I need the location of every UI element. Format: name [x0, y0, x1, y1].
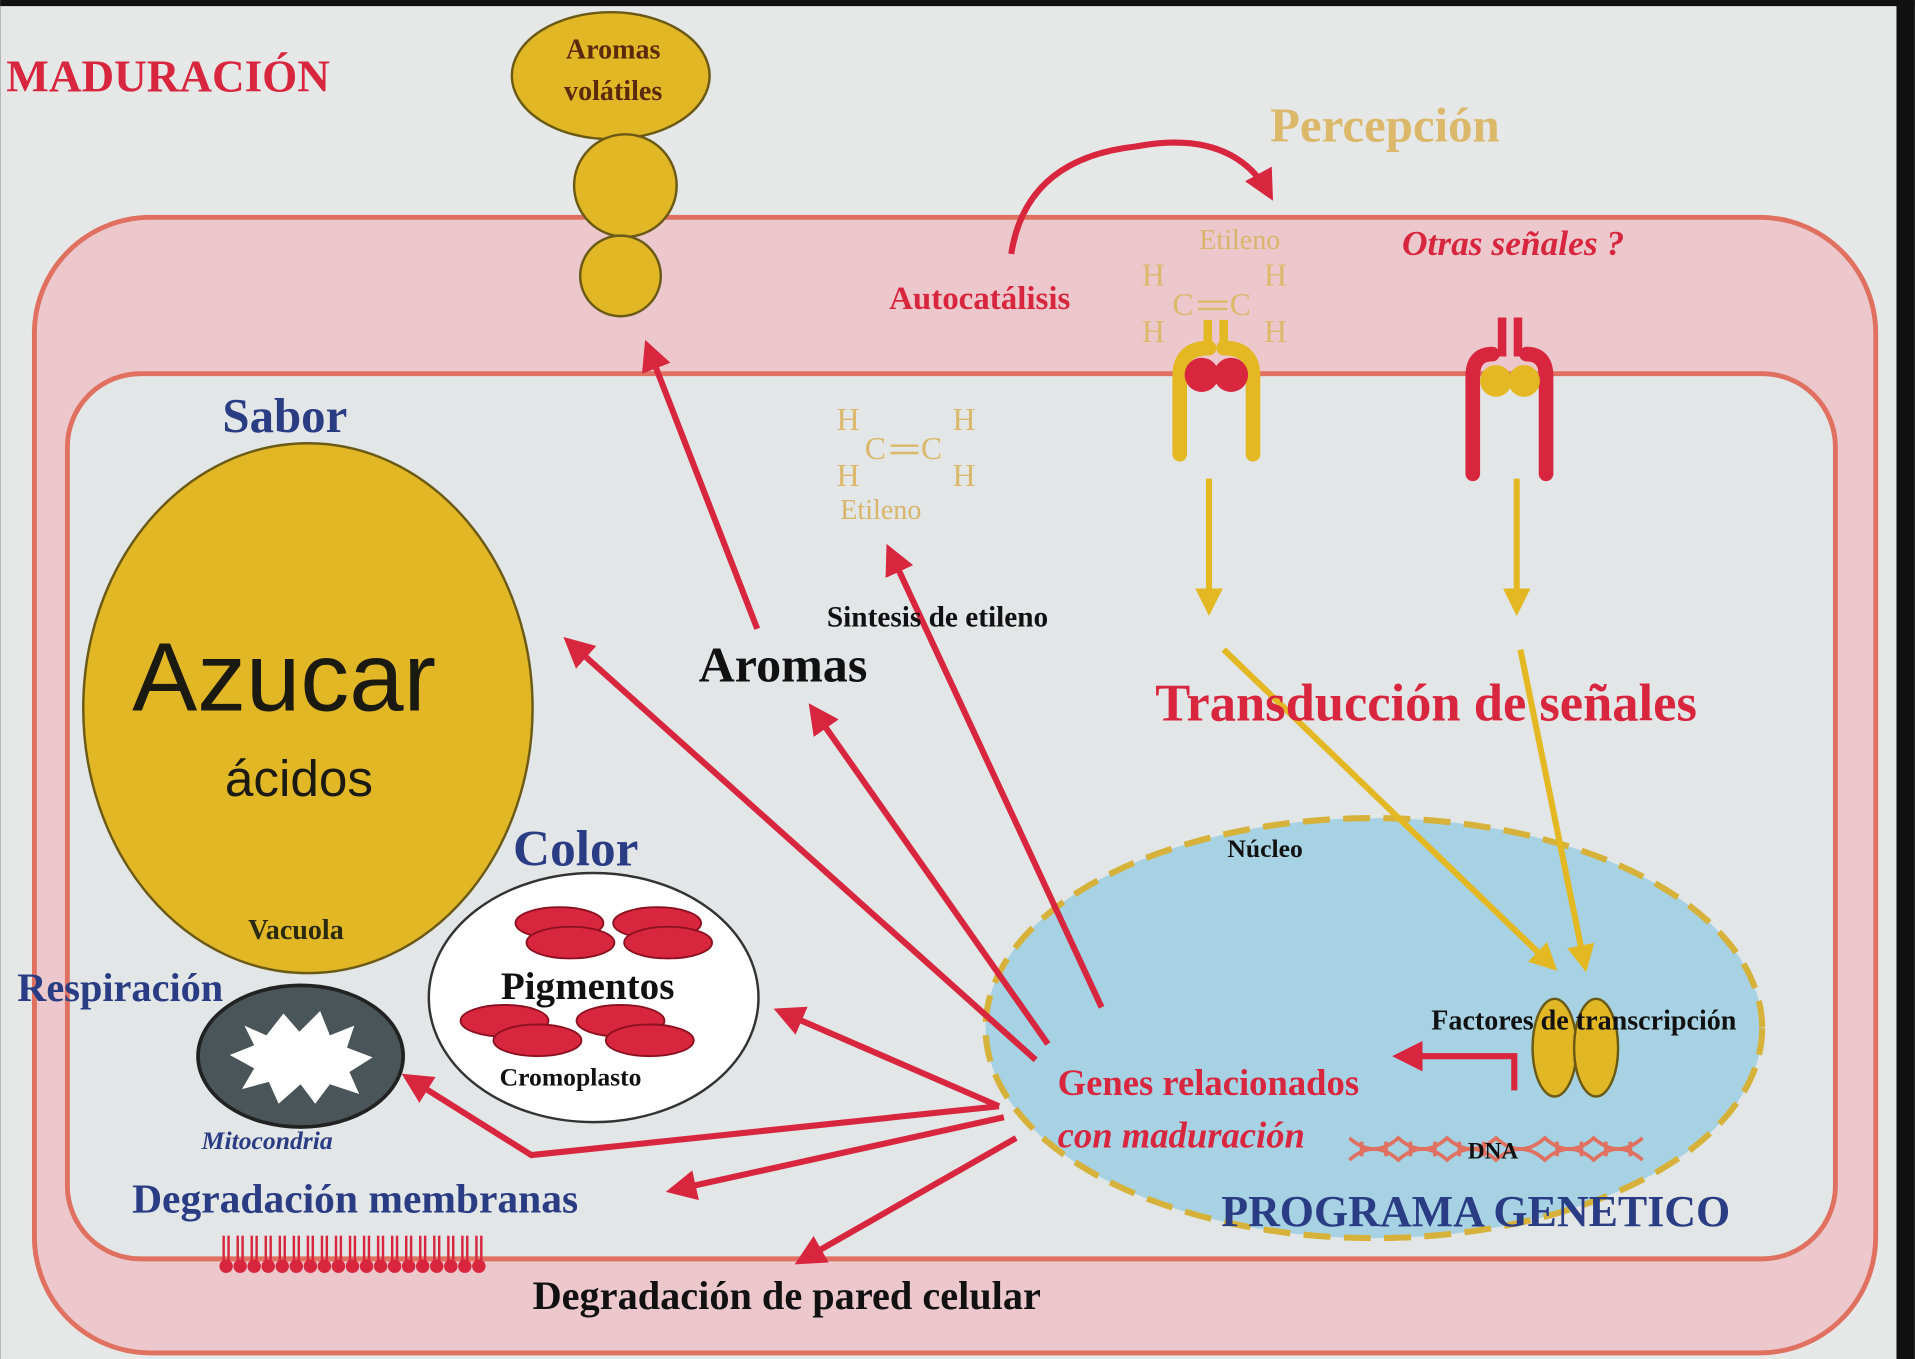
- etileno-membrane-label: Etileno: [1199, 225, 1280, 256]
- pigment-granules: [459, 906, 713, 1058]
- membrane-lipids: [219, 1235, 486, 1273]
- svg-text:H: H: [837, 458, 860, 493]
- programa-genetico-label: PROGRAMA GENETICO: [1221, 1187, 1730, 1236]
- lipid-head: [458, 1259, 472, 1273]
- svg-text:H: H: [1264, 258, 1287, 293]
- lipid-head: [317, 1259, 332, 1273]
- nucleo-label: Núcleo: [1227, 834, 1302, 863]
- genes-line1: Genes relacionados: [1058, 1062, 1359, 1103]
- svg-text:C: C: [1172, 287, 1193, 322]
- lipid-head: [219, 1259, 233, 1273]
- svg-text:C: C: [921, 431, 942, 466]
- cromoplasto-label: Cromoplasto: [500, 1062, 642, 1091]
- acidos-label: ácidos: [225, 750, 373, 807]
- degradacion-membranas-label: Degradación membranas: [132, 1175, 578, 1221]
- other-signal-receptor: [1465, 317, 1554, 482]
- svg-text:H: H: [953, 402, 976, 437]
- ethylene-molecule-membrane: H H H H C C: [1142, 258, 1287, 349]
- lipid-head: [401, 1259, 416, 1273]
- aroma-bubble-medium: [572, 133, 678, 239]
- sintesis-etileno-label: Sintesis de etileno: [827, 601, 1048, 633]
- azucar-label: Azucar: [132, 623, 436, 732]
- genes-line2: con maduración: [1058, 1115, 1305, 1156]
- transcription-factor-right: [1572, 997, 1620, 1098]
- mitochondrion-cristae: [229, 1011, 373, 1104]
- lipid-head: [289, 1259, 304, 1273]
- color-label: Color: [513, 821, 638, 878]
- lipid-head: [275, 1259, 289, 1273]
- dna-helix: [1348, 1135, 1644, 1163]
- lipid-head: [359, 1259, 374, 1273]
- lipid-head: [331, 1259, 346, 1273]
- aromas-volatiles-line1: Aromas: [566, 35, 661, 66]
- lipid-head: [430, 1259, 444, 1273]
- ripening-arrows: [401, 139, 1518, 1265]
- lipid-head: [303, 1259, 318, 1273]
- mitocondria-label: Mitocondria: [201, 1126, 333, 1155]
- vacuola-label: Vacuola: [248, 915, 344, 946]
- vacuole: [82, 442, 534, 975]
- aroma-bubble-small: [578, 234, 663, 318]
- signal-transduction-arrows: [1195, 478, 1595, 973]
- lipid-head: [261, 1259, 275, 1273]
- etileno-cell-label: Etileno: [840, 495, 921, 526]
- aromas-volatiles-line2: volátiles: [564, 76, 662, 107]
- aromas-label: Aromas: [699, 636, 868, 692]
- title: MADURACIÓN: [6, 52, 330, 102]
- factores-label: Factores de transcripción: [1431, 1005, 1737, 1036]
- otras-senales-label: Otras señales ?: [1402, 223, 1624, 263]
- autocatalisis-label: Autocatálisis: [889, 281, 1070, 317]
- lipid-head: [415, 1259, 430, 1273]
- ethylene-molecule-cell: H H H H C C: [837, 402, 976, 493]
- svg-text:H: H: [1264, 314, 1287, 349]
- lipid-head: [345, 1259, 360, 1273]
- respiracion-label: Respiración: [17, 965, 223, 1010]
- percepcion-label: Percepción: [1270, 98, 1500, 153]
- sabor-label: Sabor: [222, 388, 347, 443]
- lipid-head: [247, 1259, 261, 1273]
- svg-text:H: H: [1142, 258, 1165, 293]
- dna-label: DNA: [1468, 1139, 1518, 1165]
- ethylene-receptor: [1172, 319, 1261, 462]
- lipid-head: [444, 1259, 458, 1273]
- pigmentos-label: Pigmentos: [501, 965, 675, 1008]
- svg-text:H: H: [953, 458, 976, 493]
- lipid-head: [233, 1259, 247, 1273]
- lipid-head: [373, 1259, 388, 1273]
- right-border: [1896, 0, 1915, 1359]
- svg-text:H: H: [1142, 314, 1165, 349]
- degradacion-pared-label: Degradación de pared celular: [533, 1273, 1041, 1318]
- transduccion-label: Transducción de señales: [1155, 674, 1697, 732]
- lipid-head: [387, 1259, 402, 1273]
- top-border: [0, 0, 1915, 7]
- svg-text:C: C: [865, 431, 886, 466]
- nucleus: [982, 815, 1766, 1242]
- lipid-head: [472, 1259, 486, 1273]
- svg-text:H: H: [837, 402, 860, 437]
- svg-text:C: C: [1230, 287, 1251, 322]
